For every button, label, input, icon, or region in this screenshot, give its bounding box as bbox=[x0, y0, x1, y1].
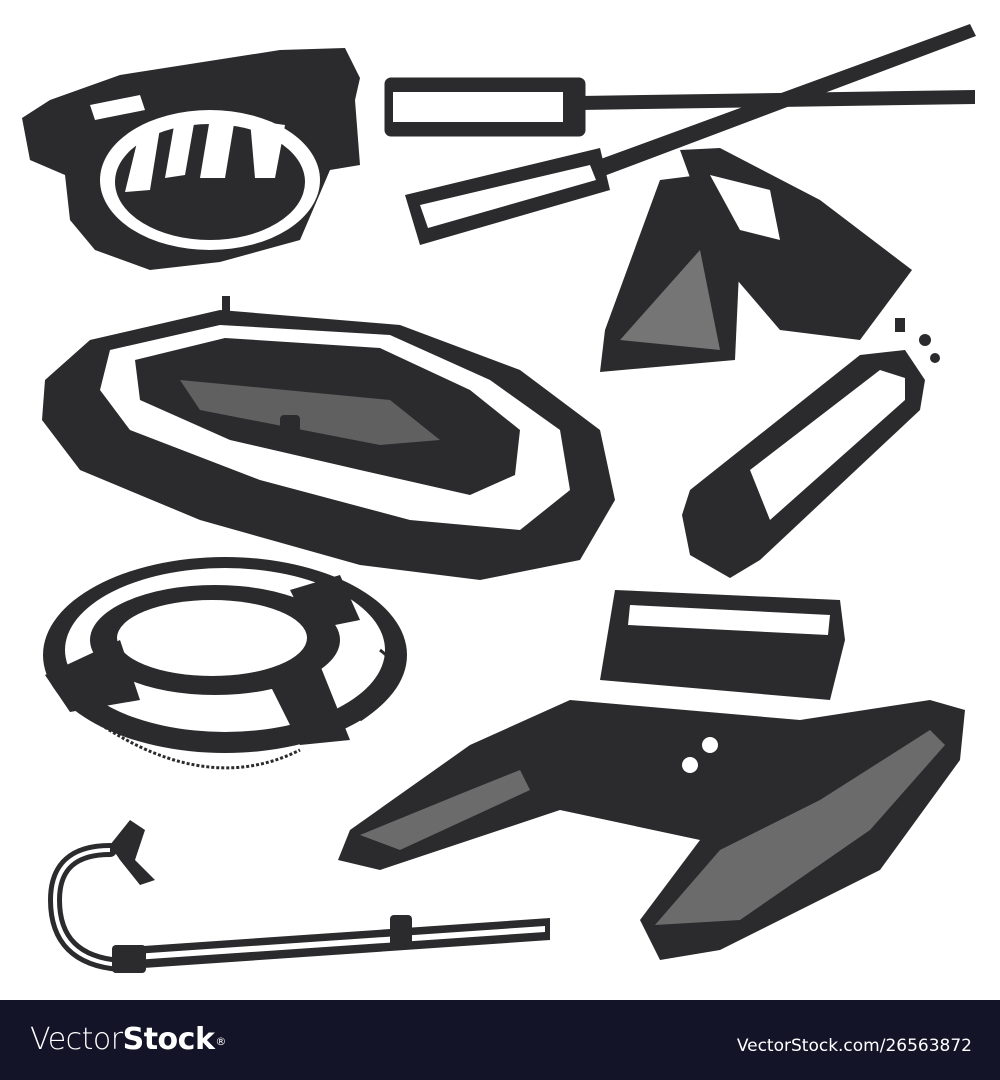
scuba-tank-icon bbox=[682, 318, 940, 578]
life-buoy-icon bbox=[43, 557, 407, 770]
illustration-canvas bbox=[22, 24, 976, 973]
flippers-icon bbox=[600, 148, 912, 372]
beach-items-illustration bbox=[22, 24, 976, 973]
inflatable-boat-icon bbox=[42, 296, 615, 580]
watermark-banner: VectorStock® VectorStock.com/26563872 bbox=[0, 1000, 1000, 1080]
paddles-icon bbox=[384, 24, 976, 245]
vectorstock-logo: VectorStock® bbox=[30, 1022, 226, 1058]
image-url-text: VectorStock.com/26563872 bbox=[736, 1036, 972, 1056]
registered-mark-icon: ® bbox=[215, 1035, 226, 1048]
snorkel-icon bbox=[47, 820, 550, 973]
logo-bold-text: Stock bbox=[122, 1022, 215, 1057]
diving-mask-icon bbox=[22, 48, 360, 270]
pedal-boat-icon bbox=[338, 590, 965, 960]
logo-light-text: Vector bbox=[30, 1022, 123, 1057]
